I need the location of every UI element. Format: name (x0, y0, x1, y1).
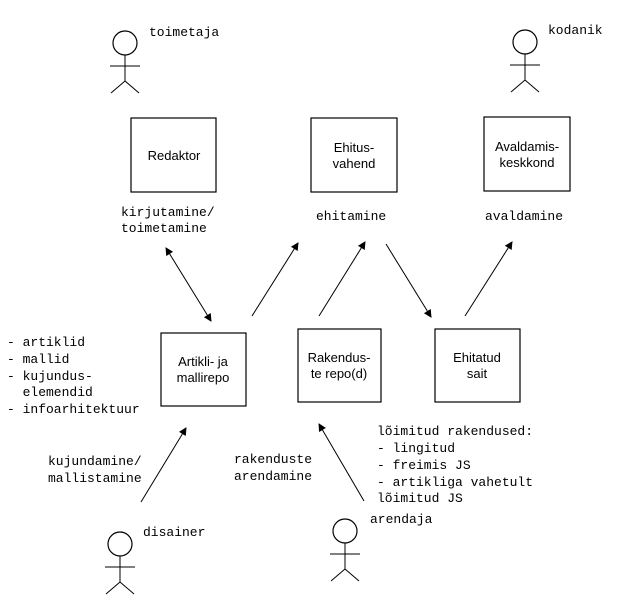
svg-text:- lingitud: - lingitud (377, 441, 455, 456)
writing-label: kirjutamine/ toimetamine (121, 205, 215, 236)
svg-text:Rakendus-: Rakendus- (308, 350, 371, 365)
svg-text:- mallid: - mallid (7, 352, 69, 367)
svg-text:- artiklid: - artiklid (7, 335, 85, 350)
svg-text:Redaktor: Redaktor (148, 148, 201, 163)
svg-text:te repo(d): te repo(d) (311, 366, 367, 381)
arrow-editor-repo (165, 247, 212, 322)
svg-text:Ehitus-: Ehitus- (334, 140, 374, 155)
actor-developer-icon (330, 518, 360, 582)
svg-text:kirjutamine/: kirjutamine/ (121, 205, 215, 220)
arrow-designer-repo (140, 427, 187, 503)
arrow-build-site (385, 243, 432, 318)
arrow-site-publish (464, 241, 513, 317)
arrow-apprepo-build (318, 241, 366, 317)
svg-text:- kujundus-: - kujundus- (7, 369, 93, 384)
arrow-developer-apprepo (318, 423, 365, 502)
svg-text:mallistamine: mallistamine (48, 471, 142, 486)
svg-text:rakenduste: rakenduste (234, 452, 312, 467)
svg-text:lõimitud JS: lõimitud JS (377, 491, 463, 506)
actor-editor-label: toimetaja (149, 25, 219, 40)
svg-text:keskkond: keskkond (500, 155, 555, 170)
built-site-box: Ehitatud sait (434, 328, 521, 403)
actor-designer-icon (105, 531, 135, 595)
app-repo-box: Rakendus- te repo(d) (297, 328, 382, 403)
svg-text:- artikliga vahetult: - artikliga vahetult (377, 475, 533, 490)
building-label: ehitamine (316, 209, 386, 224)
svg-text:elemendid: elemendid (7, 385, 93, 400)
svg-text:kujundamine/: kujundamine/ (48, 454, 142, 469)
publishing-label: avaldamine (485, 209, 563, 224)
svg-text:Avaldamis-: Avaldamis- (495, 139, 559, 154)
svg-text:toimetamine: toimetamine (121, 221, 207, 236)
article-repo-box: Artikli- ja mallirepo (160, 332, 247, 407)
svg-text:lõimitud rakendused:: lõimitud rakendused: (377, 424, 533, 439)
actor-developer-label: arendaja (370, 512, 433, 527)
app-dev-label: rakenduste arendamine (234, 452, 312, 484)
actor-citizen-icon (510, 29, 540, 93)
svg-text:- infoarhitektuur: - infoarhitektuur (7, 402, 140, 417)
actor-designer-label: disainer (143, 525, 205, 540)
editor-tool-box: Redaktor (130, 117, 217, 193)
svg-text:- freimis JS: - freimis JS (377, 458, 471, 473)
svg-text:vahend: vahend (333, 156, 376, 171)
repo-contents-list: - artiklid - mallid - kujundus- elemendi… (7, 335, 140, 417)
actor-editor-icon (110, 30, 140, 94)
publishing-env-box: Avaldamis- keskkond (483, 116, 571, 192)
svg-text:sait: sait (467, 366, 488, 381)
build-tool-box: Ehitus- vahend (310, 117, 398, 193)
svg-text:Artikli- ja: Artikli- ja (178, 354, 229, 369)
svg-text:mallirepo: mallirepo (177, 370, 230, 385)
svg-text:Ehitatud: Ehitatud (453, 350, 501, 365)
svg-text:arendamine: arendamine (234, 469, 312, 484)
arrow-repo-build (251, 242, 299, 317)
designing-label: kujundamine/ mallistamine (48, 454, 142, 486)
actor-citizen-label: kodanik (548, 23, 603, 38)
embedded-apps-list: lõimitud rakendused: - lingitud - freimi… (377, 424, 533, 506)
